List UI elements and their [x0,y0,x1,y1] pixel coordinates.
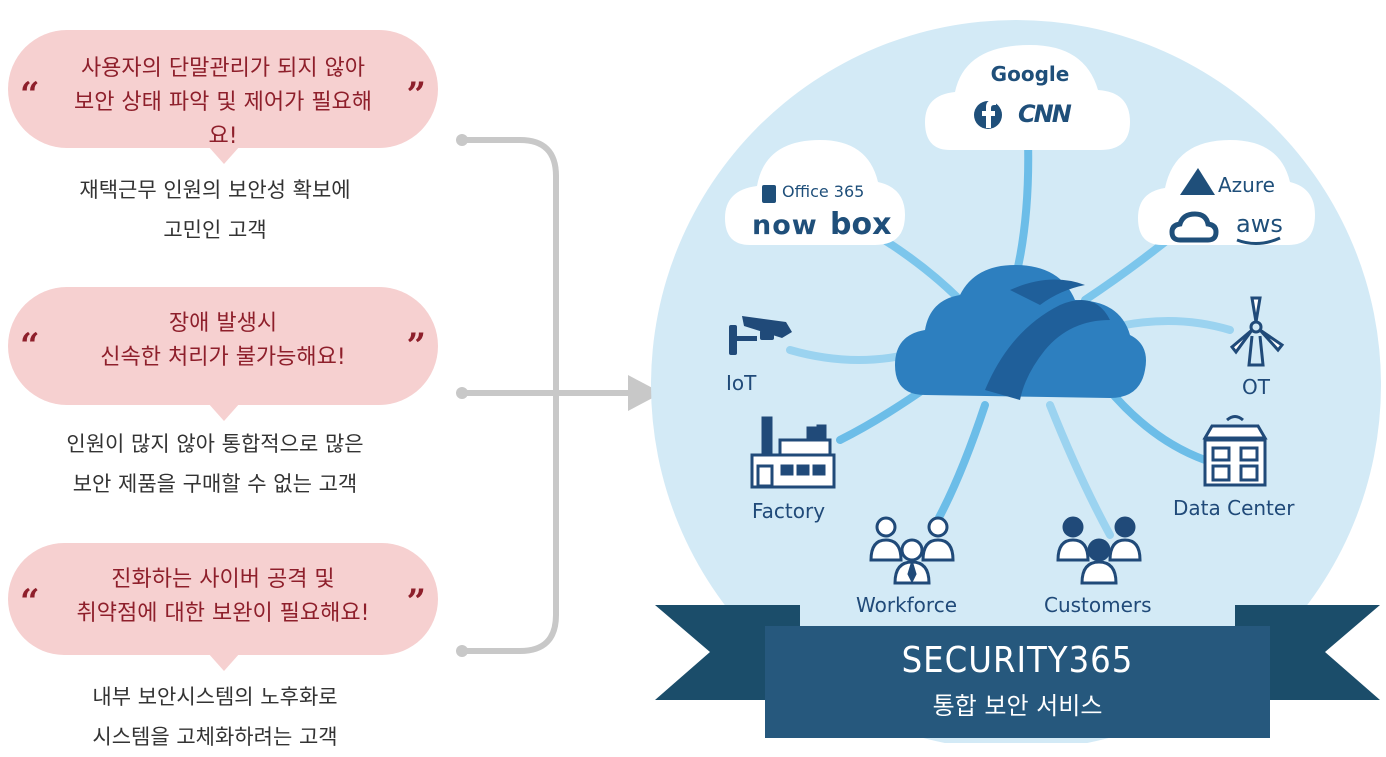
concerns-panel: “ 사용자의 단말관리가 되지 않아 보안 상태 파악 및 제어가 필요해요! … [0,0,470,749]
arrow-right-icon [628,375,662,411]
close-quote-icon: ” [406,326,426,366]
concern-quote-line1: 장애 발생시 [168,311,278,336]
close-quote-icon: ” [406,75,426,115]
open-quote-icon: “ [20,75,40,115]
workforce-label: Workforce [856,593,958,617]
cnn-logo: CNN [1018,100,1072,128]
top-cloud [925,45,1130,150]
concern-quote-line1: 진화하는 사이버 공격 및 [111,567,335,592]
google-logo: Google [990,62,1070,86]
azure-logo: Azure [1218,173,1275,197]
factory-icon [750,416,836,489]
wind-turbine-icon [1229,296,1285,367]
office365-logo: Office 365 [782,182,865,201]
customers-people-icon [1056,516,1142,585]
concern-description-2: 인원이 많지 않아 통합적으로 많은 보안 제품을 구매할 수 없는 고객 [0,424,430,504]
concern-desc-line2: 고민인 고객 [163,218,267,242]
concern-desc-line1: 재택근무 인원의 보안성 확보에 [79,178,351,202]
zscaler-cloud-icon [895,265,1146,400]
bracket-connector [456,134,640,657]
connection-spokes [786,136,1234,539]
office-icon [762,185,776,203]
bubble-tail [208,146,240,164]
concern-desc-line1: 인원이 많지 않아 통합적으로 많은 [66,432,364,456]
concern-bubble-2: “ 장애 발생시 신속한 처리가 불가능해요! ” [8,287,438,421]
close-quote-icon: ” [406,582,426,622]
concern-quote-line2: 취약점에 대한 보완이 필요해요! [76,601,370,626]
concern-quote-line2: 보안 상태 파악 및 제어가 필요해요! [73,90,373,149]
factory-label: Factory [752,499,826,523]
right-cloud [1138,140,1315,245]
concern-desc-line2: 보안 제품을 구매할 수 없는 고객 [72,472,358,496]
open-quote-icon: “ [20,326,40,366]
workforce-people-icon [869,516,955,585]
concern-quote-line1: 사용자의 단말관리가 되지 않아 [80,56,366,81]
concern-description-1: 재택근무 인원의 보안성 확보에 고민인 고객 [0,170,430,250]
cloud-storage-icon [1169,211,1219,243]
banner [655,605,1380,738]
data-center-label: Data Center [1173,496,1295,520]
ot-label: OT [1242,375,1270,399]
security-camera-icon [729,316,792,355]
azure-icon [1180,168,1215,195]
concern-bubble-1: “ 사용자의 단말관리가 되지 않아 보안 상태 파악 및 제어가 필요해요! … [8,30,438,164]
bubble-tail [208,403,240,421]
iot-label: IoT [726,371,757,395]
customers-label: Customers [1044,593,1152,617]
concern-desc-line1: 내부 보안시스템의 노후화로 [92,685,338,709]
banner-subtitle: 통합 보안 서비스 [932,692,1103,720]
open-quote-icon: “ [20,582,40,622]
concern-quote-line2: 신속한 처리가 불가능해요! [100,345,346,370]
box-logo: box [830,207,892,242]
concern-bubble-3: “ 진화하는 사이버 공격 및 취약점에 대한 보완이 필요해요! ” [8,543,438,671]
data-center-icon [1202,415,1268,487]
aws-logo: aws [1236,210,1283,238]
bubble-tail [208,653,240,671]
servicenow-logo: now [752,210,818,241]
banner-title: SECURITY365 [901,640,1134,681]
left-cloud [725,140,905,245]
aws-smile-icon [1236,236,1281,245]
